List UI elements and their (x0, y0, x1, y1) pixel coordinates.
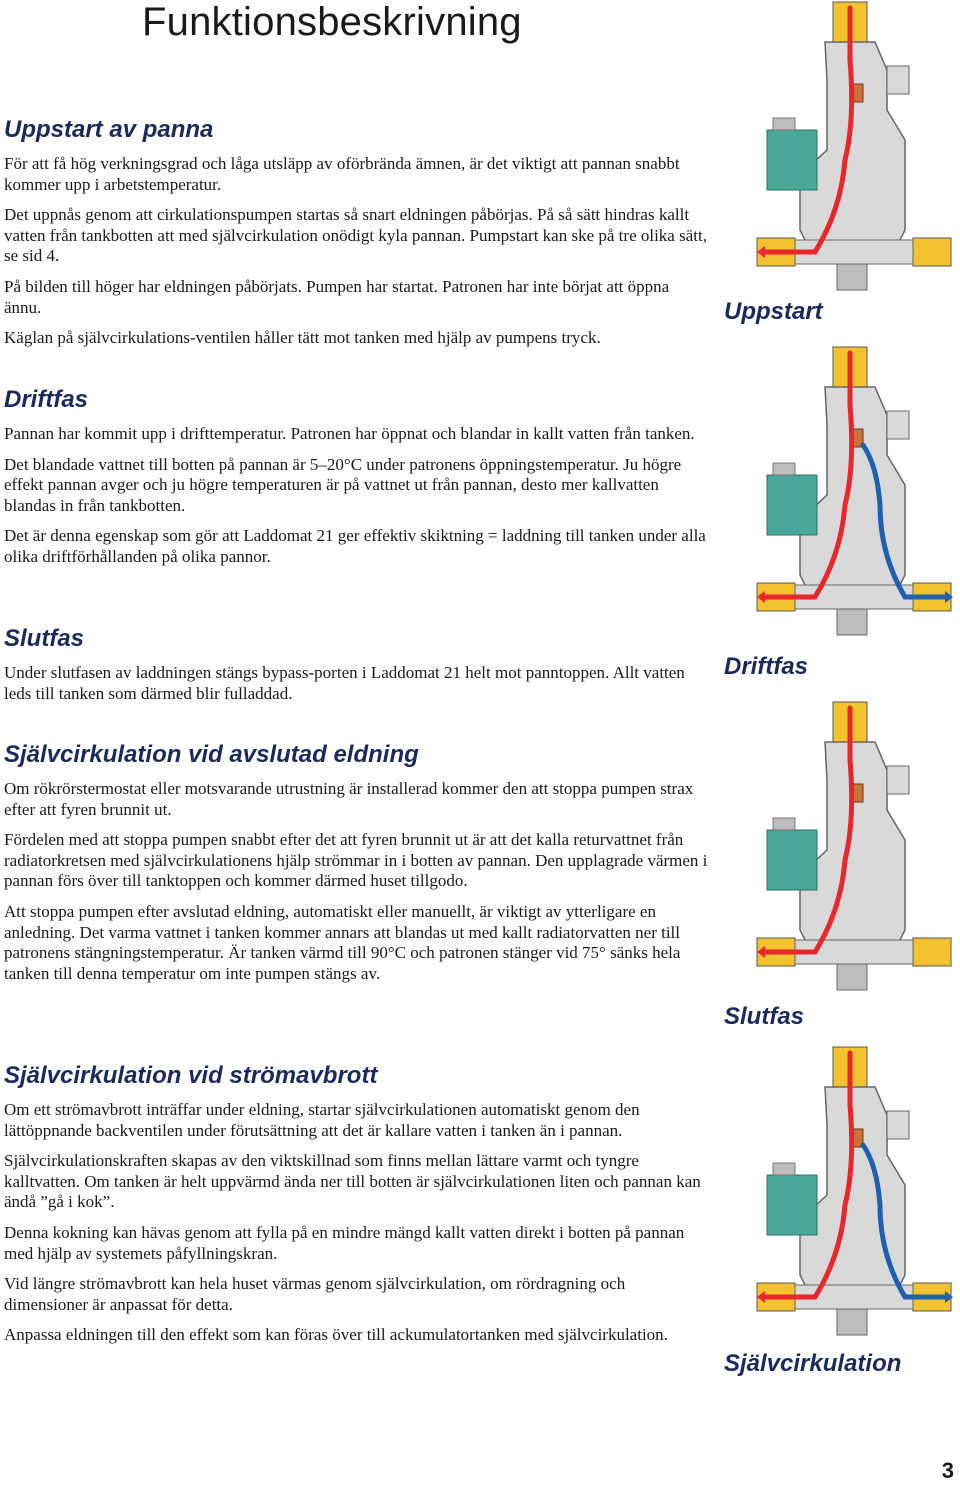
paragraph: Under slutfasen av laddningen stängs byp… (4, 663, 685, 703)
valve-illustration (756, 346, 953, 636)
paragraph: Det uppnås genom att cirkulationspumpen … (4, 205, 707, 266)
figure-label-slutfas: Slutfas (724, 1003, 805, 1030)
paragraph: Att stoppa pumpen efter avslutad eldning… (4, 901, 681, 983)
cold-flow-arrow (945, 1291, 953, 1303)
cold-flow-line (860, 442, 948, 600)
pump-terminal (772, 817, 796, 831)
section-sjalvcirkulation-stromavbrott: Självcirkulation vid strömavbrott Om ett… (4, 1062, 710, 1356)
hot-flow-arrow (757, 246, 765, 258)
paragraph: Fördelen med att stoppa pumpen snabbt ef… (4, 830, 708, 891)
figure-label-uppstart: Uppstart (724, 298, 823, 325)
pump-terminal (772, 117, 796, 131)
paragraph: Käglan på självcirkulations-ventilen hål… (4, 328, 601, 348)
hot-flow-arrow (757, 591, 765, 603)
right-fitting (912, 937, 952, 967)
section-heading: Uppstart av panna (4, 116, 214, 143)
section-sjalvcirkulation-avslutad: Självcirkulation vid avslutad eldning Om… (4, 741, 710, 994)
section-driftfas: Driftfas Pannan har kommit upp i driftte… (4, 386, 710, 578)
valve-body (756, 346, 953, 636)
check-valve (836, 1308, 868, 1336)
paragraph: Det blandade vattnet till botten på pann… (4, 454, 682, 515)
valve-body (756, 1046, 953, 1336)
section-heading: Slutfas (4, 625, 85, 652)
section-heading: Självcirkulation vid avslutad eldning (4, 741, 419, 768)
page-title: Funktionsbeskrivning (142, 0, 522, 44)
pump (766, 474, 818, 536)
thermostat-nozzle (886, 1110, 910, 1140)
valve-body (756, 1, 952, 291)
pump (766, 129, 818, 191)
hot-flow-line (762, 1050, 855, 1300)
valve-illustration (756, 1, 952, 291)
section-heading: Självcirkulation vid strömavbrott (4, 1062, 378, 1089)
thermostat-nozzle (886, 410, 910, 440)
valve-illustration (756, 701, 952, 991)
paragraph: Det är denna egenskap som gör att Laddom… (4, 526, 706, 566)
right-fitting (912, 237, 952, 267)
valve-body (756, 701, 952, 991)
hot-flow-arrow (757, 1291, 765, 1303)
thermostat-nozzle (886, 765, 910, 795)
pump-terminal (772, 1162, 796, 1176)
paragraph: För att få hög verkningsgrad och låga ut… (4, 154, 680, 194)
pump (766, 829, 818, 891)
hot-flow-line (762, 5, 855, 255)
paragraph: Om ett strömavbrott inträffar under eldn… (4, 1100, 640, 1140)
pump-terminal (772, 462, 796, 476)
paragraph: Självcirkulationskraften skapas av den v… (4, 1151, 701, 1212)
section-uppstart: Uppstart av panna För att få hög verknin… (4, 116, 710, 359)
cold-flow-line (860, 1142, 948, 1300)
hot-flow-line (762, 705, 855, 955)
paragraph: På bilden till höger har eldningen påbör… (4, 276, 670, 317)
check-valve (836, 263, 868, 291)
pump (766, 1174, 818, 1236)
hot-flow-line (762, 350, 855, 600)
figure-uppstart (755, 0, 955, 305)
figure-slutfas (755, 700, 955, 1005)
cold-flow-arrow (945, 591, 953, 603)
paragraph: Vid längre strömavbrott kan hela huset v… (4, 1274, 626, 1314)
figure-label-driftfas: Driftfas (724, 653, 809, 680)
paragraph: Anpassa eldningen till den effekt som ka… (4, 1325, 668, 1345)
section-slutfas: Slutfas Under slutfasen av laddningen st… (4, 625, 710, 714)
hot-flow-arrow (757, 946, 765, 958)
thermostat-nozzle (886, 65, 910, 95)
figure-label-sjalvcirkulation: Självcirkulation (724, 1350, 902, 1377)
paragraph: Denna kokning kan hävas genom att fylla … (4, 1222, 685, 1263)
figure-sjalvcirkulation (755, 1045, 955, 1350)
paragraph: Om rökrörstermostat eller motsvarande ut… (4, 779, 694, 819)
paragraph: Pannan har kommit upp i drifttemperatur.… (4, 424, 695, 443)
valve-illustration (756, 1046, 953, 1336)
check-valve (836, 608, 868, 636)
page-number: 3 (941, 1458, 954, 1483)
figure-driftfas (755, 345, 955, 650)
check-valve (836, 963, 868, 991)
section-heading: Driftfas (4, 386, 89, 413)
